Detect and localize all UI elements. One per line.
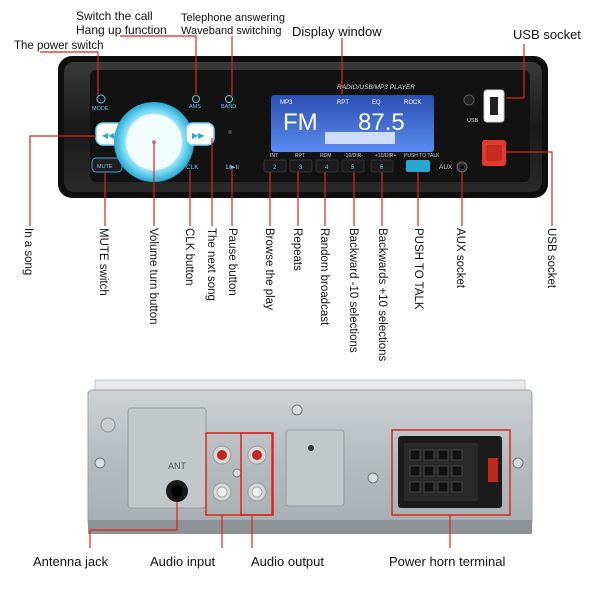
label-power-switch: The power switch [14,40,104,52]
vertical-label-8: Random broadcast [318,228,330,326]
label-switch-call: Switch the call [76,9,153,23]
label-antenna-jack: Antenna jack [33,554,109,569]
vertical-label-2: Volume turn button [147,228,159,325]
svg-text:MODE: MODE [92,106,109,112]
svg-text:RPT: RPT [295,153,305,159]
svg-text:MP3: MP3 [280,100,293,106]
vertical-label-6: Browse the play [263,228,275,310]
vertical-label-5: Pause button [226,228,238,296]
svg-text:BAND: BAND [221,104,236,110]
svg-text:4: 4 [325,165,329,171]
label-audio-input: Audio input [150,554,216,569]
svg-text:PUSH TO TALK: PUSH TO TALK [404,153,440,159]
svg-text:3: 3 [299,165,303,171]
vertical-label-4: The next song [205,228,217,301]
label-usb-socket-top: USB socket [513,27,581,42]
svg-text:RDM: RDM [320,153,331,159]
label-audio-output: Audio output [251,554,325,569]
svg-text:ROCK: ROCK [404,100,421,106]
svg-text:▶▶: ▶▶ [192,131,205,140]
label-waveband-switching: Waveband switching [181,25,282,37]
svg-text:+10/DIR+: +10/DIR+ [375,153,396,159]
label-hang-up: Hang up function [76,23,167,37]
vertical-label-7: Repeats [291,228,303,271]
svg-text:RPT: RPT [337,100,349,106]
svg-text:USB: USB [467,118,479,124]
vertical-label-10: Backwards +10 selections [376,228,388,362]
label-telephone-answering: Telephone answering [181,12,285,24]
rear-ant-text: ANT [168,461,187,471]
svg-text:INT: INT [270,153,278,159]
label-display-window: Display window [292,24,382,39]
vertical-label-0: In a song [22,228,34,276]
svg-text:◀◀: ◀◀ [102,131,115,140]
vertical-label-1: MUTE switch [97,228,109,296]
svg-text:6: 6 [380,165,384,171]
svg-text:MUTE: MUTE [97,164,113,170]
vertical-label-9: Backward -10 selections [347,228,359,353]
vertical-label-11: PUSH TO TALK [412,228,424,310]
svg-text:AUX: AUX [439,164,453,171]
svg-text:-10/DIR-: -10/DIR- [344,153,363,159]
svg-text:AMS: AMS [189,104,201,110]
panel-header: RADIO/USB/MP3 PLAYER [337,84,415,91]
vertical-label-12: AUX socket [454,228,466,289]
svg-text:1/▶II: 1/▶II [225,164,239,171]
label-power-horn-terminal: Power horn terminal [389,554,506,569]
vertical-label-13: USB socket [545,228,557,289]
svg-text:CLK: CLK [186,164,199,171]
vertical-label-3: CLK button [183,228,195,286]
svg-text:5: 5 [351,165,355,171]
svg-text:EQ: EQ [372,100,381,106]
svg-text:2: 2 [273,165,277,171]
display-text: FM [283,109,318,136]
svg-text:87.5: 87.5 [358,109,405,136]
